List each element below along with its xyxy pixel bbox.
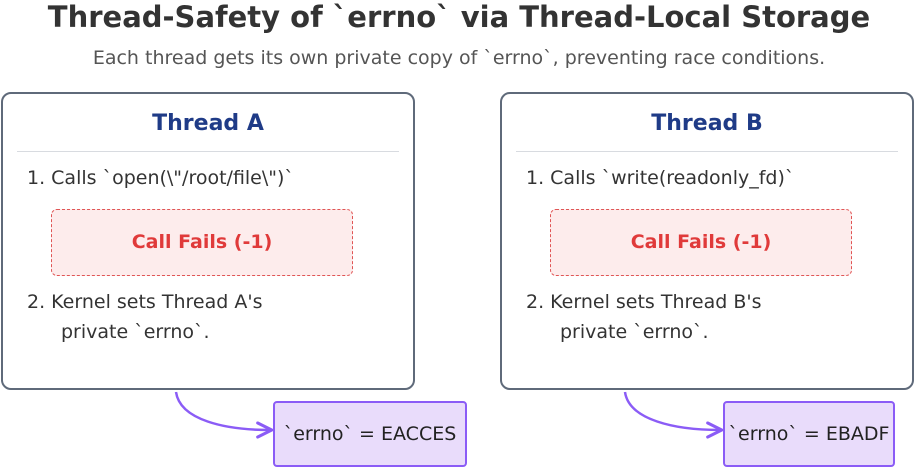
thread-a-errno-result: `errno` = EACCES — [273, 401, 467, 467]
thread-b-step-2-line-1: 2. Kernel sets Thread B's — [526, 291, 762, 313]
thread-a-step-1: 1. Calls `open(\"/root/file\")` — [27, 167, 294, 189]
thread-b-divider — [516, 151, 898, 152]
thread-b-step-2: 2. Kernel sets Thread B's private `errno… — [526, 287, 762, 347]
thread-a-title: Thread A — [152, 111, 264, 136]
thread-b-errno-value: `errno` = EBADF — [728, 423, 890, 445]
thread-b-fail-label: Call Fails (-1) — [630, 231, 772, 253]
thread-a-fail-label: Call Fails (-1) — [131, 231, 273, 253]
thread-a-errno-value: `errno` = EACCES — [283, 423, 457, 445]
thread-b-step-1: 1. Calls `write(readonly_fd)` — [526, 167, 795, 189]
thread-a-step-2-line-2: private `errno`. — [61, 321, 210, 343]
thread-b-step-2-line-2: private `errno`. — [560, 321, 709, 343]
diagram-subtitle: Each thread gets its own private copy of… — [92, 47, 826, 69]
thread-a-fail-box: Call Fails (-1) — [51, 209, 353, 276]
thread-b-errno-result: `errno` = EBADF — [723, 401, 895, 467]
thread-b-title: Thread B — [651, 111, 763, 136]
thread-a-divider — [17, 151, 399, 152]
thread-a-panel: Thread A 1. Calls `open(\"/root/file\")`… — [1, 92, 415, 390]
thread-a-result-arrow — [174, 391, 274, 439]
thread-b-fail-box: Call Fails (-1) — [550, 209, 852, 276]
thread-b-panel: Thread B 1. Calls `write(readonly_fd)` C… — [500, 92, 914, 390]
thread-a-step-2-line-1: 2. Kernel sets Thread A's — [27, 291, 263, 313]
thread-a-step-2: 2. Kernel sets Thread A's private `errno… — [27, 287, 262, 347]
thread-b-result-arrow — [623, 391, 724, 439]
diagram-title: Thread-Safety of `errno` via Thread-Loca… — [47, 0, 871, 34]
